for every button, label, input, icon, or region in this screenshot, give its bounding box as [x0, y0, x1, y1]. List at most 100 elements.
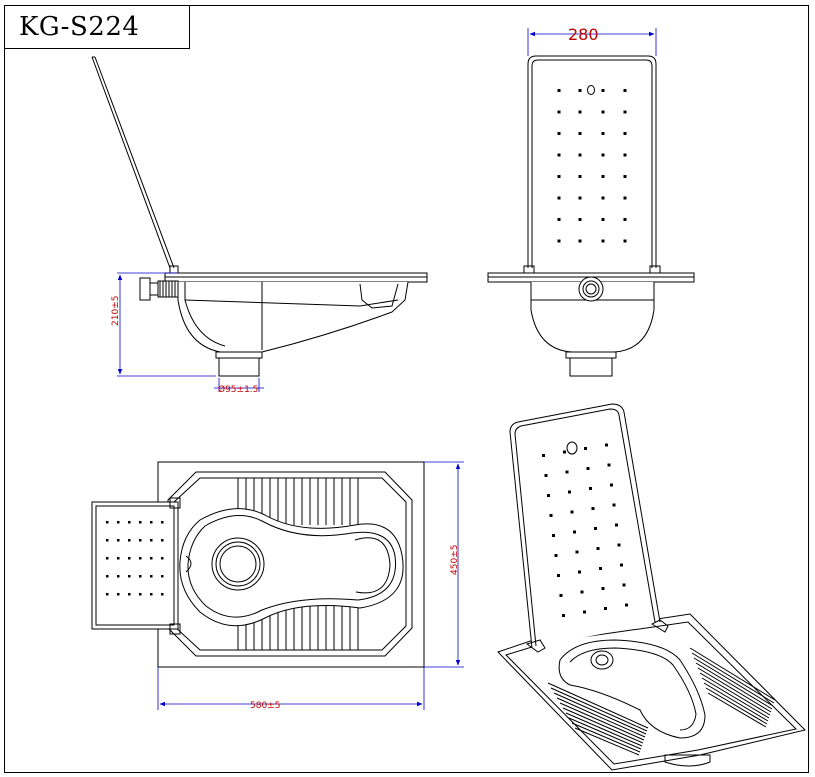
- perforation-hole: [623, 239, 627, 243]
- perforation-hole: [594, 527, 597, 530]
- perforation-hole: [610, 483, 613, 487]
- iso-backplate-hole: [566, 441, 578, 455]
- perforation-hole: [623, 89, 627, 92]
- side-outlet: [218, 357, 260, 377]
- perforation-hole: [578, 239, 582, 243]
- perforation-hole: [623, 153, 627, 157]
- perforation-hole: [150, 593, 153, 596]
- drawing-frame: [4, 5, 809, 773]
- perforation-hole: [557, 239, 561, 243]
- perforation-hole: [573, 530, 576, 534]
- top-backplate: [91, 501, 179, 630]
- perforation-hole: [106, 557, 109, 560]
- perforation-hole: [575, 550, 579, 554]
- perforation-hole: [620, 563, 623, 567]
- tread-line: [574, 727, 640, 756]
- lift-rod: [91, 56, 171, 269]
- perforation-hole: [542, 454, 545, 457]
- front-outlet-collar: [565, 351, 617, 359]
- tread-line: [691, 652, 775, 704]
- perforation-hole: [578, 196, 582, 200]
- perforation-hole: [601, 239, 605, 243]
- iso-inlet: [590, 650, 614, 670]
- perforation-hole: [128, 557, 131, 560]
- dim-depth: 450±5: [450, 545, 460, 575]
- perforation-hole: [150, 575, 153, 578]
- perforation-hole: [557, 175, 561, 178]
- front-backplate: [527, 55, 657, 268]
- perforation-hole: [161, 575, 164, 578]
- perforation-hole: [607, 463, 611, 467]
- perforation-hole: [601, 587, 605, 590]
- iso-view: [497, 403, 806, 771]
- perforation-hole: [552, 534, 555, 537]
- tread-line: [556, 697, 646, 738]
- perforation-hole: [605, 443, 608, 447]
- tread-line: [703, 682, 769, 722]
- front-view: [487, 55, 695, 377]
- perforation-hole: [549, 514, 553, 517]
- perforation-hole: [578, 175, 582, 178]
- perforation-hole: [578, 132, 582, 135]
- top-backplate-holes: [106, 521, 164, 596]
- perforation-hole: [623, 196, 627, 200]
- tread-line: [695, 662, 773, 710]
- tread-line: [697, 667, 772, 713]
- perforation-hole: [554, 554, 558, 557]
- perforation-hole: [128, 539, 131, 542]
- perforation-hole: [563, 450, 566, 454]
- perforation-hole: [161, 539, 164, 542]
- perforation-hole: [557, 132, 561, 135]
- perforation-hole: [139, 557, 142, 560]
- tread-line: [568, 717, 642, 750]
- perforation-hole: [117, 539, 120, 542]
- perforation-hole: [623, 175, 627, 178]
- perforation-hole: [601, 110, 605, 114]
- front-backplate-hole: [587, 85, 595, 95]
- tread-line: [701, 677, 770, 719]
- tread-line: [571, 722, 641, 753]
- perforation-hole: [139, 539, 142, 542]
- perforation-hole: [139, 593, 142, 596]
- tread-line: [547, 682, 649, 729]
- tread-line: [562, 707, 644, 744]
- dim-height: 210±5: [111, 296, 121, 326]
- perforation-hole: [586, 467, 590, 470]
- perforation-hole: [565, 470, 569, 474]
- perforation-hole: [150, 539, 153, 542]
- perforation-hole: [584, 447, 587, 450]
- perforation-hole: [557, 196, 561, 200]
- iso-backplate: [509, 403, 661, 649]
- tread-line: [693, 657, 774, 707]
- iso-footrest-treads: [547, 647, 776, 756]
- tread-line: [689, 647, 776, 701]
- side-dimensions: [117, 272, 264, 392]
- perforation-hole: [623, 132, 627, 135]
- perforation-hole: [557, 110, 561, 114]
- title-block: KG-S224: [4, 5, 190, 49]
- perforation-hole: [557, 153, 561, 157]
- perforation-hole: [161, 593, 164, 596]
- perforation-hole: [578, 153, 582, 157]
- perforation-hole: [557, 89, 561, 92]
- perforation-hole: [615, 523, 618, 527]
- top-view: [91, 461, 425, 668]
- tread-line: [699, 672, 771, 716]
- perforation-hole: [559, 594, 563, 597]
- perforation-hole: [578, 89, 582, 92]
- perforation-hole: [604, 607, 607, 610]
- tread-line: [559, 702, 645, 741]
- perforation-hole: [106, 521, 109, 524]
- perforation-hole: [596, 547, 600, 550]
- perforation-hole: [117, 593, 120, 596]
- front-backplate-holes: [557, 89, 627, 243]
- perforation-hole: [623, 110, 627, 114]
- top-dimensions: [157, 461, 464, 710]
- perforation-hole: [612, 503, 616, 507]
- perforation-hole: [599, 567, 602, 570]
- side-knob: [139, 277, 151, 301]
- perforation-hole: [128, 521, 131, 524]
- perforation-hole: [161, 521, 164, 524]
